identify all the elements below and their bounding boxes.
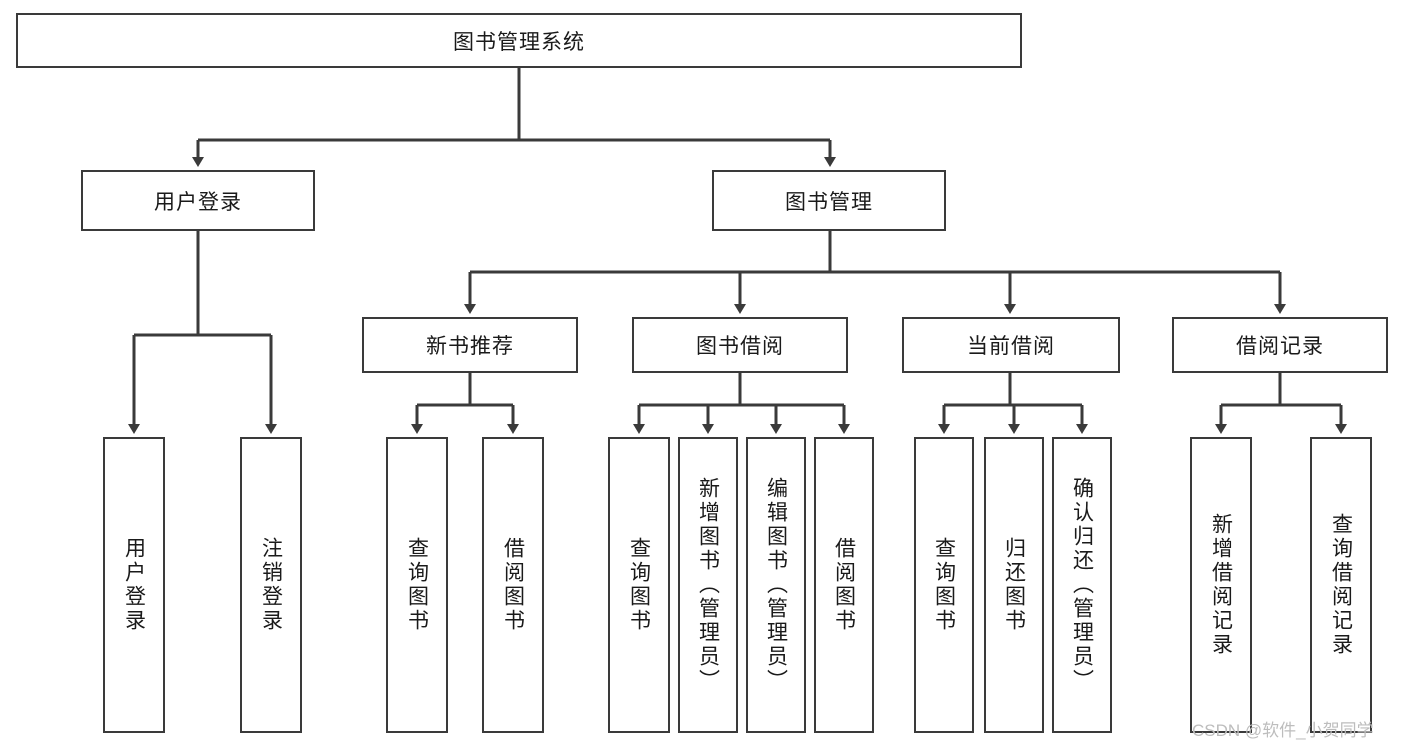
leaf-node-borrow-book-borrowing[interactable]: 借阅图书: [814, 437, 874, 733]
leaf-node-add-book-admin[interactable]: 新增图书（管理员）: [678, 437, 738, 733]
csdn-watermark: CSDN @软件_小贺同学: [1192, 721, 1374, 740]
node-current-borrowing[interactable]: 当前借阅: [902, 317, 1120, 373]
node-label: 查询图书: [627, 537, 651, 633]
node-label: 注销登录: [259, 537, 283, 633]
node-label: 用户登录: [122, 537, 146, 633]
leaf-node-add-borrow-record[interactable]: 新增借阅记录: [1190, 437, 1252, 733]
node-label: 查询图书: [405, 537, 429, 633]
node-book-management[interactable]: 图书管理: [712, 170, 946, 231]
leaf-node-query-book-current[interactable]: 查询图书: [914, 437, 974, 733]
node-label: 新增图书（管理员）: [696, 477, 720, 693]
node-book-borrowing[interactable]: 图书借阅: [632, 317, 848, 373]
node-root-book-management-system[interactable]: 图书管理系统: [16, 13, 1022, 68]
node-new-book-recommendation[interactable]: 新书推荐: [362, 317, 578, 373]
node-label: 确认归还（管理员）: [1070, 477, 1094, 693]
node-label: 新增借阅记录: [1209, 513, 1233, 657]
node-label: 用户登录: [154, 190, 242, 214]
node-label: 归还图书: [1002, 537, 1026, 633]
node-label: 借阅图书: [501, 537, 525, 633]
leaf-node-query-book-newbook[interactable]: 查询图书: [386, 437, 448, 733]
node-label: 借阅记录: [1236, 335, 1324, 358]
leaf-node-edit-book-admin[interactable]: 编辑图书（管理员）: [746, 437, 806, 733]
node-label: 当前借阅: [967, 335, 1055, 358]
leaf-node-logout[interactable]: 注销登录: [240, 437, 302, 733]
leaf-node-return-book[interactable]: 归还图书: [984, 437, 1044, 733]
leaf-node-query-book-borrowing[interactable]: 查询图书: [608, 437, 670, 733]
node-label: 查询借阅记录: [1329, 513, 1353, 657]
leaf-node-confirm-return-admin[interactable]: 确认归还（管理员）: [1052, 437, 1112, 733]
node-user-login[interactable]: 用户登录: [81, 170, 315, 231]
node-borrow-records[interactable]: 借阅记录: [1172, 317, 1388, 373]
leaf-node-user-login[interactable]: 用户登录: [103, 437, 165, 733]
leaf-node-query-borrow-record[interactable]: 查询借阅记录: [1310, 437, 1372, 733]
leaf-node-borrow-book-newbook[interactable]: 借阅图书: [482, 437, 544, 733]
node-label: 图书管理: [785, 190, 873, 214]
node-label: 借阅图书: [832, 537, 856, 633]
node-label: 图书借阅: [696, 335, 784, 358]
node-label: 新书推荐: [426, 335, 514, 358]
node-label: 查询图书: [932, 537, 956, 633]
node-label: 编辑图书（管理员）: [764, 477, 788, 693]
node-label: 图书管理系统: [453, 30, 585, 54]
